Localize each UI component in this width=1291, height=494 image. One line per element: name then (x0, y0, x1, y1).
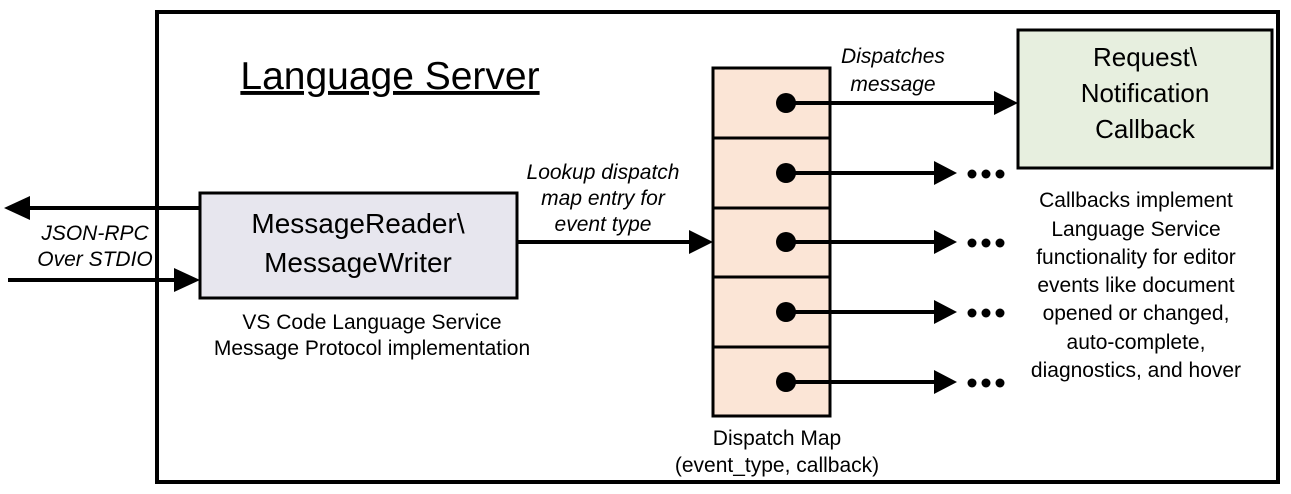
ellipsis-icon (967, 308, 1005, 318)
request-notification-callback-box (1016, 28, 1274, 170)
diagram-title: Language Server (240, 55, 539, 98)
callbacks-note-line: auto-complete, (1067, 331, 1206, 354)
dispatch-arrowhead-icon (934, 161, 957, 185)
callback-box-line1: Request\ (1093, 42, 1198, 72)
lookup-label-line1: Lookup dispatch (527, 161, 680, 184)
reader-caption-line2: Message Protocol implementation (214, 337, 530, 360)
stdio-in-arrowhead-icon (174, 268, 200, 292)
ellipsis-icon (967, 169, 1005, 179)
lookup-label-line2: map entry for (541, 187, 666, 210)
lookup-arrowhead-icon (689, 230, 713, 254)
dispatch-arrowhead-icon (994, 91, 1018, 115)
callbacks-note-line: events like document (1037, 274, 1234, 297)
callbacks-note-line: diagnostics, and hover (1031, 359, 1241, 382)
callback-box-line2: Notification (1081, 78, 1210, 108)
dispatch-arrowhead-icon (934, 300, 957, 324)
reader-box-line2: MessageWriter (264, 247, 452, 278)
language-server-container-box (155, 10, 1280, 484)
ellipsis-icon (967, 378, 1005, 388)
dispatch-arrowhead-icon (934, 370, 957, 394)
stdio-out-arrowhead-icon (4, 196, 30, 220)
callbacks-note: Callbacks implement Language Service fun… (1031, 189, 1241, 382)
dispatch-arrow-5 (786, 370, 1005, 394)
dispatches-label-line2: message (850, 73, 935, 96)
callbacks-note-line: opened or changed, (1043, 302, 1230, 325)
reader-box-line1: MessageReader\ (251, 208, 464, 239)
message-reader-writer-box (198, 191, 519, 300)
dispatch-arrow-4 (786, 300, 1005, 324)
io-label-line2: Over STDIO (37, 248, 153, 271)
io-label-line1: JSON-RPC (40, 222, 149, 245)
dispatch-arrowhead-icon (934, 230, 957, 254)
dispatch-arrow-1 (786, 91, 1018, 115)
dispatch-arrow-2 (786, 161, 1005, 185)
callbacks-note-line: functionality for editor (1036, 246, 1236, 269)
stdio-in-arrow (8, 268, 200, 292)
dispatch-map-label-line1: Dispatch Map (713, 427, 841, 450)
dispatch-map-label-line2: (event_type, callback) (675, 454, 879, 477)
ellipsis-icon (967, 238, 1005, 248)
callback-box-line3: Callback (1095, 114, 1196, 144)
callbacks-note-line: Language Service (1051, 218, 1220, 241)
stdio-out-arrow (4, 196, 200, 220)
reader-caption-line1: VS Code Language Service (242, 311, 501, 334)
lookup-arrow (517, 230, 713, 254)
dispatches-label-line1: Dispatches (841, 45, 945, 68)
dispatch-arrow-3 (786, 230, 1005, 254)
lookup-label-line3: event type (555, 213, 652, 236)
callbacks-note-line: Callbacks implement (1039, 189, 1233, 212)
